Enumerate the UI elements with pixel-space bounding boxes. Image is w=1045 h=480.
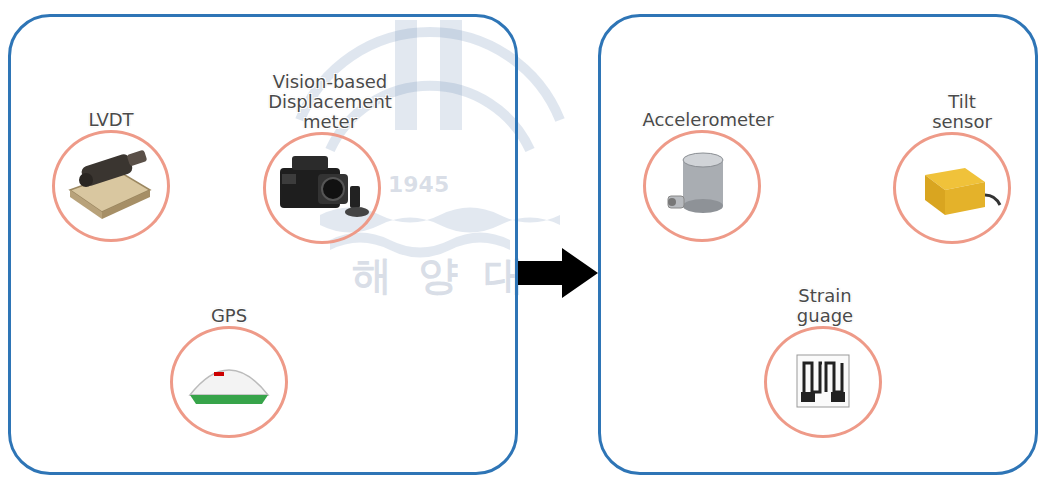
gps-illustration [190, 370, 268, 404]
sensor-circle: Tilt sensor [893, 132, 1011, 244]
group-box: AccelerometerTilt sensorStrain guage [598, 14, 1038, 475]
block-arrow [518, 248, 598, 298]
tilt-sensor-illustration [925, 168, 1000, 215]
sensor-circle: Vision-based Displacement meter [263, 132, 381, 244]
camera-illustration [280, 156, 369, 217]
watermark-text: 1945 [388, 172, 449, 197]
group-box: LVDT Vision-based Displacement meterGPS [8, 14, 518, 475]
sensor-label: Accelerometer [608, 110, 808, 130]
sensor-circle: Accelerometer [643, 130, 761, 242]
strain-gauge-illustration [797, 355, 849, 407]
sensor-label: GPS [169, 306, 289, 326]
watermark-text: 해 양 대 [352, 248, 530, 303]
lvdt-illustration [70, 150, 150, 219]
sensor-circle: Strain guage [764, 326, 882, 438]
sensor-label: LVDT [51, 110, 171, 130]
accelerometer-illustration [668, 153, 723, 213]
sensor-circle: LVDT [52, 130, 170, 242]
sensor-label: Tilt sensor [922, 92, 1002, 132]
sensor-label: Strain guage [780, 286, 870, 326]
sensor-circle: GPS [170, 326, 288, 438]
sensor-label: Vision-based Displacement meter [255, 72, 405, 132]
